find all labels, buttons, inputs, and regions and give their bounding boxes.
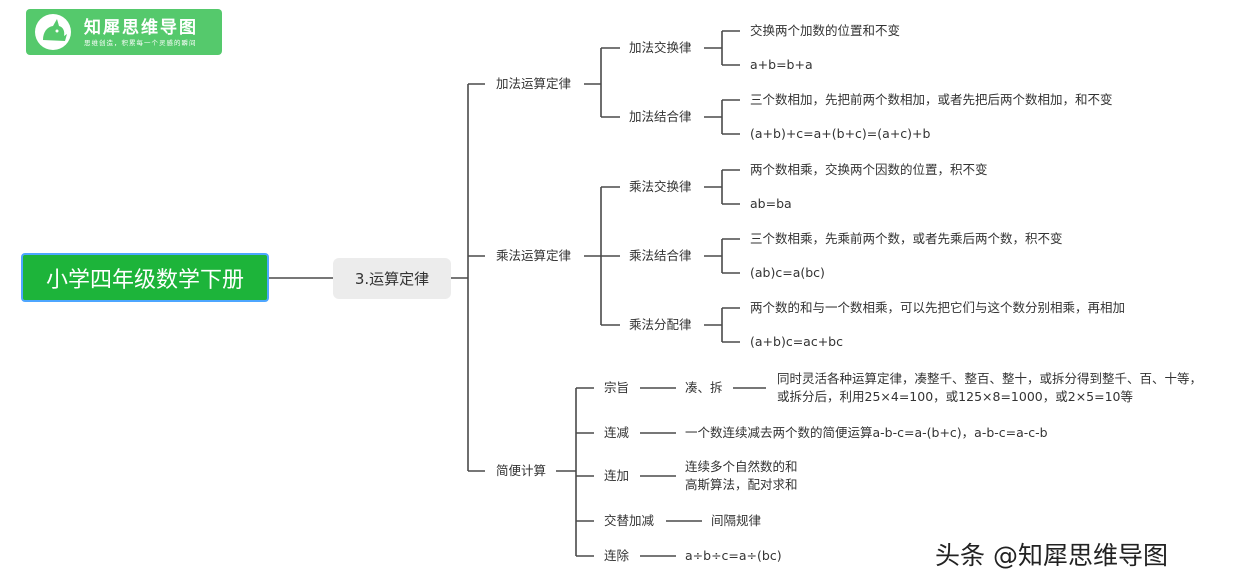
branch-simple-calculation[interactable]: 简便计算 [496,463,547,478]
node-consecutive-addition[interactable]: 连加 [604,468,630,483]
node-addition-commutative[interactable]: 加法交换律 [629,40,692,55]
leaf-formula: (a+b)+c=a+(b+c)=(a+c)+b [750,126,931,141]
node-combine-split[interactable]: 凑、拆 [685,380,723,395]
leaf-desc: 两个数相乘，交换两个因数的位置，积不变 [750,162,988,177]
brand-slogan: 思维创造，积累每一个灵感的瞬间 [84,39,197,47]
branch-multiplication-laws[interactable]: 乘法运算定律 [496,248,572,263]
leaf-formula: a÷b÷c=a÷(bc) [685,548,782,563]
leaf-desc: 两个数的和与一个数相乘，可以先把它们与这个数分别相乘，再相加 [750,300,1126,315]
leaf-desc: 三个数相加，先把前两个数相加，或者先把后两个数相加，和不变 [750,92,1113,107]
leaf-desc: 间隔规律 [711,513,762,528]
leaf-desc-line2: 高斯算法，配对求和 [685,477,798,492]
leaf-desc: 一个数连续减去两个数的简便运算a-b-c=a-(b+c)，a-b-c=a-c-b [685,425,1048,440]
node-purpose[interactable]: 宗旨 [604,380,630,395]
leaf-formula: ab=ba [750,196,792,211]
root-node[interactable]: 小学四年级数学下册 [21,253,269,302]
watermark: 头条 @知犀思维导图 [935,541,1168,570]
leaf-desc-line1: 连续多个自然数的和 [685,459,798,474]
branch-addition-laws[interactable]: 加法运算定律 [496,76,572,91]
leaf-desc-line2: 或拆分后，利用25×4=100，或125×8=1000，或2×5=10等 [777,389,1133,404]
node-multiplication-distributive[interactable]: 乘法分配律 [629,317,692,332]
brand-name: 知犀思维导图 [84,18,198,38]
topic-node[interactable]: 3.运算定律 [333,258,451,299]
leaf-formula: (a+b)c=ac+bc [750,334,843,349]
node-multiplication-commutative[interactable]: 乘法交换律 [629,179,692,194]
leaf-formula: a+b=b+a [750,57,813,72]
node-consecutive-division[interactable]: 连除 [604,548,630,563]
leaf-desc: 交换两个加数的位置和不变 [750,23,901,38]
node-consecutive-subtraction[interactable]: 连减 [604,425,630,440]
rhino-logo-icon [35,14,71,50]
leaf-desc: 三个数相乘，先乘前两个数，或者先乘后两个数，积不变 [750,231,1063,246]
node-addition-associative[interactable]: 加法结合律 [629,109,692,124]
node-alternating-add-sub[interactable]: 交替加减 [604,513,655,528]
leaf-formula: (ab)c=a(bc) [750,265,825,280]
brand-logo: 知犀思维导图 思维创造，积累每一个灵感的瞬间 [26,9,222,55]
node-multiplication-associative[interactable]: 乘法结合律 [629,248,692,263]
leaf-desc-line1: 同时灵活各种运算定律，凑整千、整百、整十，或拆分得到整千、百、十等， [777,371,1203,386]
